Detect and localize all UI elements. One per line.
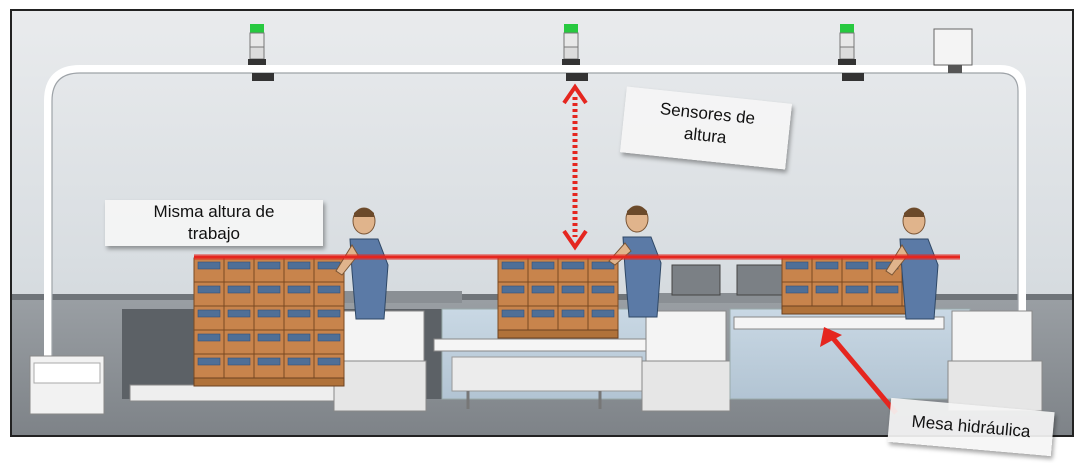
illustration-frame: Sensores de altura Misma altura de traba…	[10, 9, 1074, 437]
work-height-label-line2: trabajo	[105, 223, 323, 245]
pallet-box-icon	[194, 258, 344, 386]
work-height-label-line1: Misma altura de	[105, 201, 323, 223]
sensor-distance-arrow	[564, 87, 586, 247]
pallet-box-icon	[498, 258, 618, 338]
work-height-label: Misma altura de trabajo	[105, 200, 323, 246]
